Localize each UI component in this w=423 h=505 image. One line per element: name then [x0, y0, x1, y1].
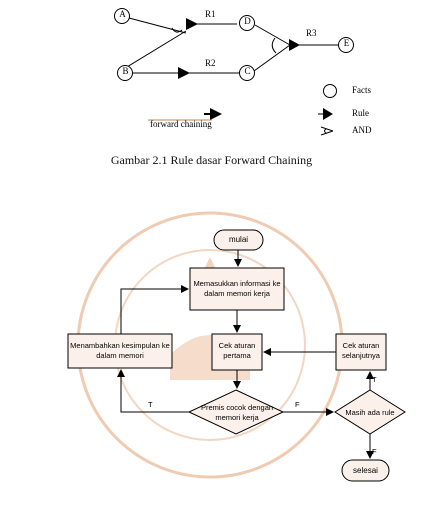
- figure-caption: Gambar 2.1 Rule dasar Forward Chaining: [110, 153, 313, 167]
- legend-rule-label: Rule: [352, 108, 369, 118]
- and-arc-r3: [271, 37, 277, 54]
- add-conclusion-process: [67, 333, 173, 369]
- false-label-right: F: [295, 400, 300, 409]
- legend-and-icon: [320, 126, 334, 136]
- edge-c-r3: [253, 44, 291, 72]
- true-label-up: T: [372, 375, 377, 384]
- premise-line-2: memori kerja: [215, 413, 259, 422]
- rule-r3-arrow: [289, 39, 300, 51]
- check-first-rule-process: [211, 333, 263, 371]
- end-terminator: [341, 459, 390, 482]
- add-conclusion-line-1: Menambahkan kesimpulan ke: [70, 341, 170, 350]
- rule-network-diagram: [114, 8, 354, 136]
- node-e: [338, 37, 354, 53]
- legend-facts-icon: [323, 84, 337, 98]
- rule-r3-label: R3: [306, 28, 317, 38]
- check-first-line-2: pertama: [223, 351, 251, 360]
- true-label-left: T: [148, 400, 153, 409]
- node-a: [114, 8, 130, 24]
- start-label: mulai: [228, 235, 249, 244]
- premise-match-decision: [187, 389, 285, 435]
- node-c-label: C: [244, 66, 251, 76]
- legend-facts-label: Facts: [352, 85, 371, 95]
- rule-r2-label: R2: [205, 58, 216, 68]
- legend-and-label: AND: [352, 125, 372, 135]
- node-c: [239, 65, 255, 81]
- premise-line-1: Premis cocok dengan: [200, 403, 274, 412]
- input-info-line-1: Memasukkan informasi ke: [193, 279, 281, 288]
- rule-r2-arrow: [178, 67, 190, 79]
- node-a-label: A: [119, 9, 126, 19]
- check-next-line-1: Cek aturan: [342, 341, 380, 350]
- legend-rule-icon: [323, 108, 333, 120]
- add-conclusion-line-2: dalam memori: [96, 351, 144, 360]
- false-label-down: F: [372, 447, 377, 456]
- check-first-line-1: Cek aturan: [218, 341, 256, 350]
- end-label: selesai: [353, 466, 378, 475]
- rule-r1-label: R1: [205, 9, 216, 19]
- forward-chaining-label: forward chaining: [150, 119, 212, 129]
- node-d-label: D: [244, 16, 251, 26]
- edge-b-r1: [126, 30, 187, 68]
- rule-r1-arrow: [186, 18, 198, 30]
- edge-d-r3: [254, 24, 291, 46]
- node-b-label: B: [122, 66, 129, 76]
- and-arc-r1: [171, 27, 183, 33]
- input-info-line-2: dalam memori kerja: [204, 289, 270, 298]
- edge-a-r1: [128, 17, 187, 34]
- node-e-label: E: [343, 38, 350, 48]
- node-d: [239, 15, 255, 31]
- node-b: [117, 65, 133, 81]
- rules-remaining-label: Masih ada rule: [345, 408, 395, 417]
- check-next-line-2: selanjutnya: [342, 351, 380, 360]
